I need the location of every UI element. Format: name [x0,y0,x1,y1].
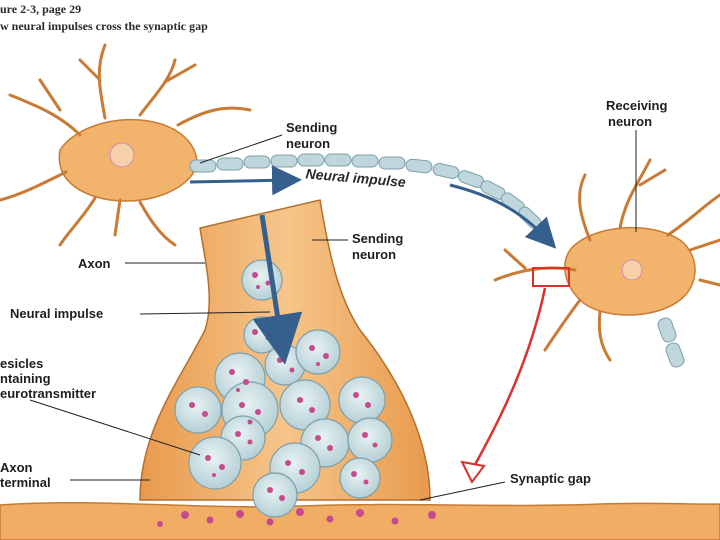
impulse-arrow-short [189,165,302,196]
zoom-arrow [470,287,547,471]
label-vesicles-3: eurotransmitter [0,386,96,401]
label-synaptic-gap: Synaptic gap [510,471,591,486]
figure-caption-line2: w neural impulses cross the synaptic gap [0,19,208,33]
leader-neural-impulse [139,311,271,315]
label-sending-neuron-top-2: neuron [286,136,330,151]
zoom-arrow-head [460,460,486,484]
sending-neuron-cell [0,43,252,247]
label-axon: Axon [78,256,111,271]
figure-caption-line1: ure 2-3, page 29 [0,2,81,16]
label-receiving-neuron-2: neuron [608,114,652,129]
label-axon-terminal-2: terminal [0,475,51,490]
label-receiving-neuron-1: Receiving [606,98,667,113]
label-sending-neuron-mid-2: neuron [352,247,396,262]
label-sending-neuron-mid-1: Sending [352,231,403,246]
leader-sending-neuron-top [199,134,283,164]
leader-synaptic-gap [419,481,506,501]
impulse-arrow-terminal [252,214,303,365]
label-neural-impulse: Neural impulse [10,306,103,321]
impulse-arrow-curved [449,183,557,249]
label-vesicles-1: esicles [0,356,43,371]
label-vesicles-2: ntaining [0,371,51,386]
label-sending-neuron-top-1: Sending [286,120,337,135]
leader-vesicles [29,399,201,456]
receiving-neuron-cell [493,158,720,368]
zoom-box [532,267,570,287]
label-axon-terminal-1: Axon [0,460,33,475]
